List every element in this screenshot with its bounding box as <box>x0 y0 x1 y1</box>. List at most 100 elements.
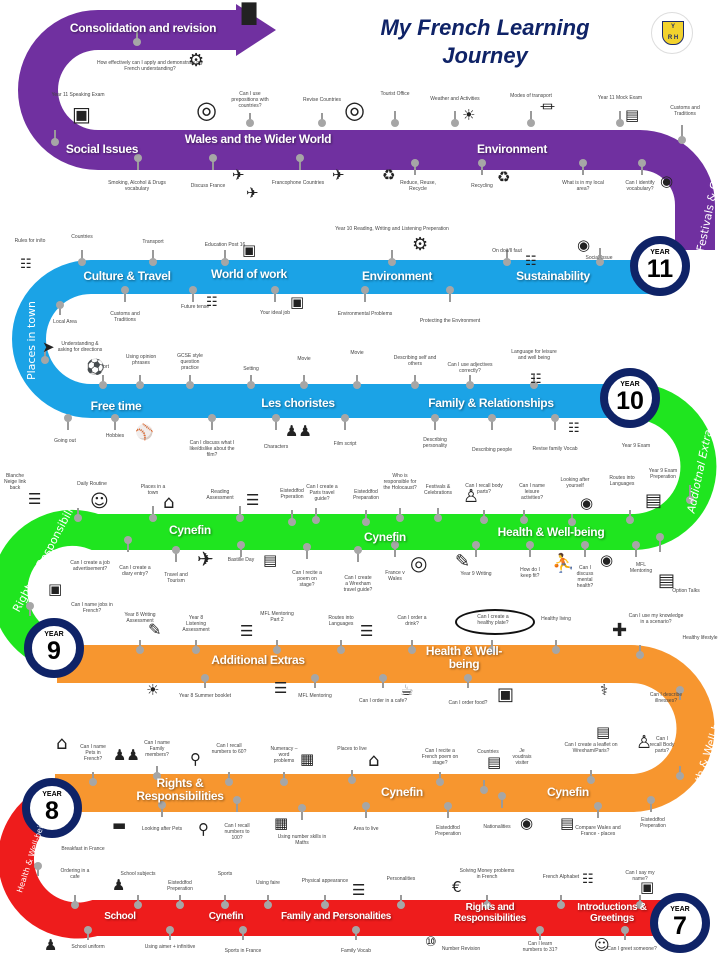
brain-icon: ◉ <box>600 551 614 569</box>
route-pin <box>568 518 576 526</box>
stop-label: Sport <box>97 364 109 370</box>
year-label: YEAR <box>44 631 64 638</box>
stop-label: French Alphabet <box>542 874 580 880</box>
route-pin <box>26 602 34 610</box>
topic-title: Additional Extras <box>211 653 305 667</box>
map-icon: ▤ <box>487 753 502 771</box>
stop-label: Revise family Vocab <box>532 446 578 452</box>
route-pin <box>312 516 320 524</box>
route-pin <box>472 541 480 549</box>
briefcase-icon: ▣ <box>290 293 305 311</box>
route-pin <box>686 496 694 504</box>
route-pin <box>172 546 180 554</box>
route-pin <box>527 119 535 127</box>
route-pin <box>656 533 664 541</box>
route-pin <box>272 414 280 422</box>
route-pin <box>288 518 296 526</box>
airplane-icon: ✈ <box>246 184 259 202</box>
clipboard-icon: ☷ <box>525 254 537 269</box>
route-pin <box>436 778 444 786</box>
weather-icon: ☀ <box>462 106 476 124</box>
year-label: YEAR <box>620 381 640 388</box>
stop-label: Can I learn numbers to 31? <box>522 941 558 953</box>
map-icon: ▤ <box>560 814 575 832</box>
stop-label: Nationalities <box>483 824 511 830</box>
route-pin <box>451 119 459 127</box>
stop-label: Routes into Languages <box>328 615 354 627</box>
route-pin <box>221 901 229 909</box>
stop-label: Year 11 Mock Exam <box>597 95 643 101</box>
year10-road <box>12 260 660 418</box>
route-pin <box>247 381 255 389</box>
head-gears-icon: ⚙ <box>188 50 205 71</box>
stop-label: Reading Assessment <box>206 489 234 501</box>
year-number: 9 <box>47 637 61 665</box>
recycle-bin-icon: ♻ <box>382 166 396 184</box>
number-ten-icon: ⑩ <box>425 935 437 950</box>
stop-label: Can I create a diary entry? <box>119 565 151 577</box>
stethoscope-icon: ⚕ <box>600 681 609 699</box>
stop-label: Can I use my knowledge in a scenario? <box>628 613 684 625</box>
route-pin <box>676 772 684 780</box>
open-book-icon: ☰ <box>274 679 288 697</box>
route-pin <box>353 381 361 389</box>
house-heart-icon: ⌂ <box>368 750 380 771</box>
recycling-icon: ♻ <box>497 168 511 186</box>
stop-label: Transport <box>142 239 164 245</box>
stop-label: Weather and Activities <box>430 96 480 102</box>
brain-icon: ◉ <box>580 494 594 512</box>
route-pin <box>124 536 132 544</box>
stop-label: Environmental Problems <box>337 311 393 317</box>
route-pin <box>520 516 528 524</box>
stop-label: Festivals & Celebrations <box>423 484 453 496</box>
stop-label: Smoking, Alcohol & Drugs vocabulary <box>108 180 166 192</box>
stop-label: Tourist Office <box>380 91 410 97</box>
web-page-icon: ▤ <box>263 551 278 569</box>
topic-title: Health & Well-being <box>425 644 503 671</box>
route-pin <box>236 514 244 522</box>
stop-label: Compare Wales and France - places <box>575 825 621 837</box>
open-book-icon: ☰ <box>246 491 260 509</box>
route-pin <box>431 414 439 422</box>
stop-label: France v Wales <box>385 570 405 582</box>
route-pin <box>480 516 488 524</box>
stop-label: Can I order food? <box>448 700 488 706</box>
route-pin <box>498 792 506 800</box>
clipboard-icon: ☷ <box>206 295 218 310</box>
route-pin <box>636 901 644 909</box>
briefcase-icon: ▣ <box>242 241 257 259</box>
route-pin <box>464 674 472 682</box>
stop-label: Bastille Day <box>227 557 255 563</box>
stop-label: GCSE style question practice <box>177 353 203 371</box>
route-pin <box>483 901 491 909</box>
stop-label: Reduce, Reuse, Recycle <box>400 180 436 192</box>
topic-title: Les choristes <box>261 396 335 410</box>
route-pin <box>446 286 454 294</box>
route-pin <box>189 286 197 294</box>
year-number: 11 <box>646 255 674 283</box>
stop-label: Can I use prepositions with countries? <box>231 91 269 109</box>
route-pin <box>136 646 144 654</box>
book-icon: ▤ <box>658 570 676 591</box>
clipboard-icon: ☷ <box>582 872 594 887</box>
route-pin <box>397 901 405 909</box>
stop-label: Education Post 16 <box>204 242 246 248</box>
id-card-icon: ▣ <box>640 878 655 896</box>
stop-label: Year 8 Listening Assessment <box>182 615 210 633</box>
route-pin <box>121 286 129 294</box>
climbing-stairs-icon: ▘ <box>242 3 272 47</box>
route-pin <box>354 546 362 554</box>
abacus-icon: ▦ <box>274 814 289 832</box>
topic-title: Social Issues <box>65 142 139 156</box>
stop-label: Can I recall numbers to 60? <box>211 743 247 755</box>
presentation-icon: ▣ <box>72 102 91 126</box>
stop-label: Using aimer + infinitive <box>144 944 196 950</box>
stop-label: Year 8 Writing Assessment <box>124 612 156 624</box>
route-pin <box>551 414 559 422</box>
brain-icon: ◉ <box>577 236 591 254</box>
stop-label: Understanding & asking for directions <box>57 341 103 353</box>
stop-label: Eisteddfod Preperation <box>435 825 461 837</box>
stop-label: Revise Countries <box>302 97 342 103</box>
